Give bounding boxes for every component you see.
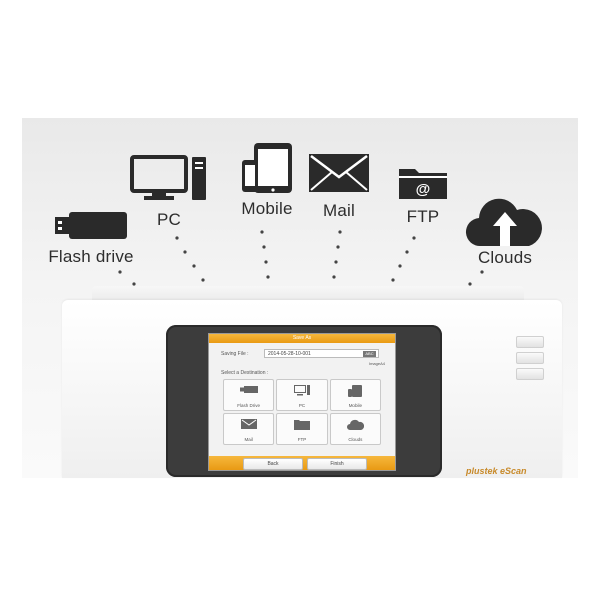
tile-pc[interactable]: PC	[276, 379, 328, 411]
destination-clouds: Clouds	[458, 198, 552, 268]
destination-ftp: @ FTP	[378, 163, 468, 227]
tile-mail[interactable]: Mail	[223, 413, 275, 445]
cloud-upload-icon	[346, 419, 365, 431]
ftp-folder-icon	[293, 419, 310, 431]
scanner-side-button[interactable]	[516, 336, 544, 348]
scanner-side-button[interactable]	[516, 368, 544, 380]
touchscreen: Save As Saving File : 2014-05-28-10-001 …	[208, 333, 396, 471]
mobile-icon	[240, 142, 294, 194]
back-button[interactable]: Back	[243, 458, 303, 470]
pc-icon	[293, 385, 310, 397]
saving-file-label: Saving File :	[221, 351, 249, 357]
keyboard-button[interactable]: ABC	[363, 351, 376, 357]
svg-text:@: @	[416, 181, 431, 198]
dialog-button-bar: Back Finish	[209, 456, 395, 470]
mobile-icon	[348, 385, 363, 398]
tile-ftp[interactable]: FTP	[276, 413, 328, 445]
destination-grid: Flash Drive PC Mobile Mail FTP Clouds	[223, 379, 381, 445]
destination-flash-drive: Flash drive	[46, 210, 136, 267]
flash-drive-icon	[53, 210, 129, 240]
destination-label: FTP	[406, 207, 440, 226]
pc-icon	[130, 155, 208, 201]
destination-label: PC	[156, 210, 182, 229]
select-destination-label: Select a Destination :	[221, 370, 269, 376]
tile-flash-drive[interactable]: Flash Drive	[223, 379, 275, 411]
destination-label: Mobile	[241, 199, 293, 218]
tile-clouds[interactable]: Clouds	[329, 413, 381, 445]
mail-icon	[240, 419, 257, 430]
mail-icon	[308, 153, 370, 193]
flash-drive-icon	[239, 385, 258, 395]
destination-label: Clouds	[477, 248, 533, 267]
dialog-title: Save As	[209, 334, 395, 343]
cloud-upload-icon	[463, 198, 547, 248]
image-info: ImageA4	[368, 361, 385, 366]
destination-pc: PC	[124, 155, 214, 230]
ftp-folder-icon: @	[397, 163, 449, 201]
scanner-side-button[interactable]	[516, 352, 544, 364]
destination-mobile: Mobile	[222, 142, 312, 219]
finish-button[interactable]: Finish	[307, 458, 367, 470]
brand-logo: plustek eScan	[466, 466, 527, 476]
destination-label: Flash drive	[48, 247, 134, 266]
destination-label: Mail	[323, 201, 355, 220]
filename-input[interactable]: 2014-05-28-10-001 ABC	[264, 349, 379, 358]
filename-value: 2014-05-28-10-001	[268, 351, 311, 357]
tile-mobile[interactable]: Mobile	[329, 379, 381, 411]
destination-mail: Mail	[294, 153, 384, 221]
